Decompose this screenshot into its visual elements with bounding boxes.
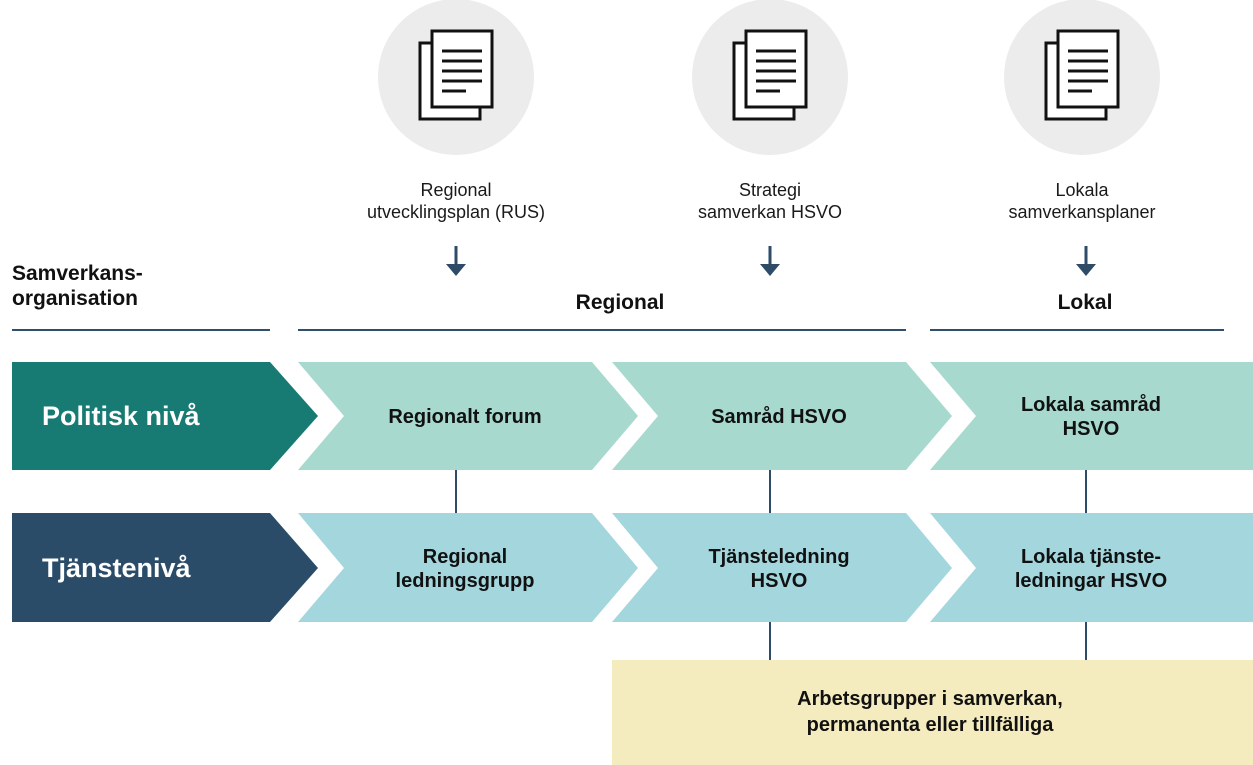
politisk-cell-chevron — [612, 362, 952, 470]
section-regional: Regional — [575, 291, 665, 314]
cell-samrad-hsvo: Samråd HSVO — [711, 406, 847, 428]
row-label-politisk: Politisk nivå — [42, 400, 200, 431]
tjanste-cell-chevron — [298, 513, 638, 622]
down-arrow-icon — [1076, 246, 1096, 276]
politisk-cell-chevron — [930, 362, 1253, 470]
cell-lokala-tjansteledningar: Lokala tjänste- ledningar HSVO — [1014, 546, 1168, 592]
tjanste-cell-chevron — [930, 513, 1253, 622]
down-arrow-icon — [760, 246, 780, 276]
politisk-header-chevron — [12, 362, 318, 470]
workgroup-label: Arbetsgrupper i samverkan, permanenta el… — [797, 688, 1063, 736]
row-label-tjanste: Tjänstenivå — [42, 552, 191, 583]
cell-lokala-samrad: Lokala samråd HSVO — [1020, 394, 1162, 440]
document-stack-icon — [1044, 29, 1120, 121]
tjanste-cell-chevron — [612, 513, 952, 622]
politisk-cell-chevron — [298, 362, 638, 470]
down-arrow-icon — [446, 246, 466, 276]
document-label-rus: Regional utvecklingsplan (RUS) — [366, 180, 546, 222]
cell-regional-ledningsgrupp: Regional ledningsgrupp — [395, 546, 535, 592]
document-stack-icon — [732, 29, 808, 121]
document-stack-icon — [418, 29, 494, 121]
document-label-lokala: Lokala samverkansplaner — [1008, 180, 1156, 222]
document-label-strategi: Strategi samverkan HSVO — [697, 180, 843, 222]
cell-regionalt-forum: Regionalt forum — [388, 406, 542, 428]
tjanste-header-chevron — [12, 513, 318, 622]
section-lokal: Lokal — [1057, 291, 1113, 314]
org-label: Samverkans- organisation — [12, 262, 143, 310]
workgroup-box — [612, 660, 1253, 765]
cell-tjansteledning-hsvo: Tjänsteledning HSVO — [708, 546, 850, 592]
